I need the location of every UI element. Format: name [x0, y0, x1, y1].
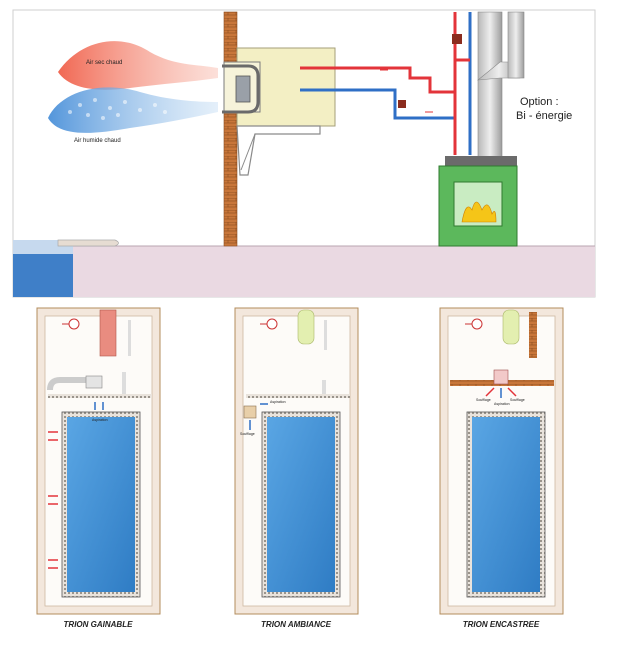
- humid-air-label: Air humide chaud: [74, 138, 121, 144]
- aspiration-label: Aspiration: [494, 402, 510, 406]
- caption-trion-ambiance: TRION AMBIANCE: [261, 620, 331, 629]
- option-title: Option :: [520, 96, 559, 108]
- panel-trion-gainable: [36, 307, 161, 615]
- humid-air-plume: [48, 87, 218, 133]
- valve: [452, 34, 462, 44]
- wood-stove: [438, 156, 518, 247]
- chimney-flue: [477, 11, 525, 173]
- caption-trion-gainable: TRION GAINABLE: [63, 620, 133, 629]
- aspiration-label: Aspiration: [270, 400, 286, 404]
- dry-air-plume: [58, 41, 218, 90]
- valve: [398, 100, 406, 108]
- dry-air-label: Air sec chaud: [86, 60, 123, 66]
- heat-pump-unit: [222, 47, 336, 176]
- brick-wall: [223, 11, 238, 247]
- soufflage-label: Soufflage: [476, 398, 491, 402]
- soufflage-label: Soufflage: [240, 432, 255, 436]
- panel-trion-ambiance: [234, 307, 359, 615]
- panel-trion-encastree: [439, 307, 564, 615]
- option-value: Bi - énergie: [516, 110, 573, 122]
- caption-trion-encastree: TRION ENCASTREE: [462, 620, 540, 629]
- top-panel: [12, 9, 596, 298]
- humid-air-droplets: [68, 98, 167, 120]
- floor: [13, 246, 595, 297]
- flame-icon: [461, 201, 497, 223]
- aspiration-label: Aspiration: [92, 418, 108, 422]
- pool-corner: [13, 239, 119, 297]
- soufflage-label: Soufflage: [510, 398, 525, 402]
